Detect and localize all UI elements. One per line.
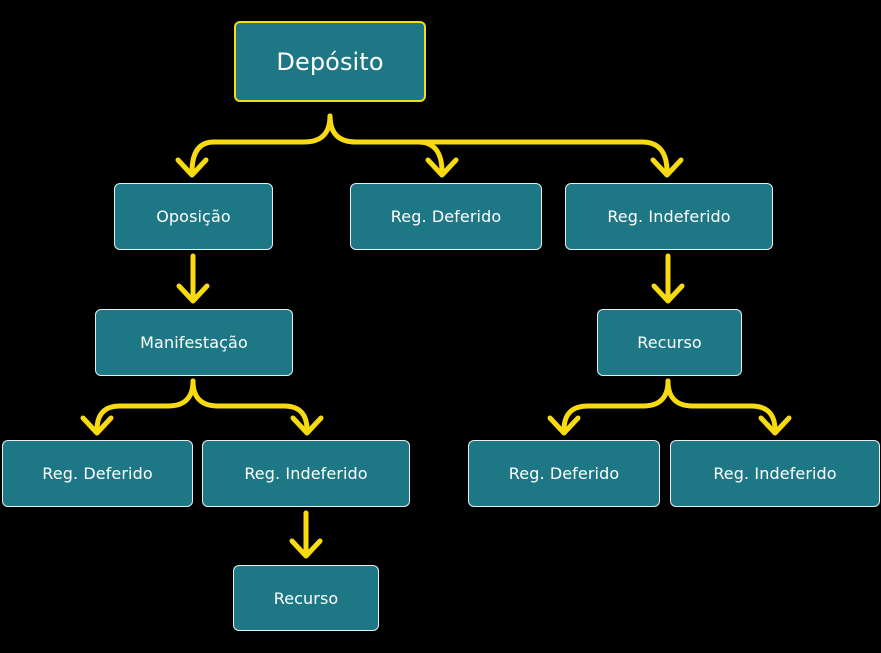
node-recurso-right: Recurso — [597, 309, 742, 376]
node-reg-indeferido-right: Reg. Indeferido — [670, 440, 880, 507]
connector-recurso-to-reg-deferido-right — [561, 378, 671, 433]
node-oposicao: Oposição — [114, 183, 273, 250]
node-manifestacao: Manifestação — [95, 309, 293, 376]
arrowhead-oposicao — [175, 157, 209, 178]
arrowhead-reg-indeferido-left — [290, 415, 324, 436]
node-reg-deferido-right: Reg. Deferido — [468, 440, 660, 507]
arrowhead-reg-deferido-top — [425, 157, 459, 178]
connector-manifestacao-to-reg-deferido-left — [94, 378, 196, 433]
connector-manifestacao-to-reg-indeferido-left — [190, 378, 310, 433]
connector-recurso-to-reg-indeferido-right — [665, 378, 778, 433]
arrowhead-reg-deferido-left — [80, 415, 114, 436]
connector-deposito-to-oposicao — [189, 113, 333, 175]
arrowhead-reg-deferido-right — [547, 415, 581, 436]
node-reg-deferido-left: Reg. Deferido — [2, 440, 193, 507]
arrowhead-reg-indeferido-top — [650, 157, 684, 178]
arrowhead-reg-indeferido-right — [758, 415, 792, 436]
connector-deposito-to-reg-indeferido-top — [327, 113, 670, 175]
arrowhead-recurso-right — [651, 283, 685, 304]
arrowhead-manifestacao — [176, 283, 210, 304]
node-reg-indeferido-top: Reg. Indeferido — [565, 183, 773, 250]
node-recurso-bottom: Recurso — [233, 565, 379, 631]
arrowhead-recurso-bottom — [289, 538, 323, 559]
node-reg-deferido-top: Reg. Deferido — [350, 183, 542, 250]
node-deposito: Depósito — [234, 21, 426, 102]
node-reg-indeferido-left: Reg. Indeferido — [202, 440, 410, 507]
